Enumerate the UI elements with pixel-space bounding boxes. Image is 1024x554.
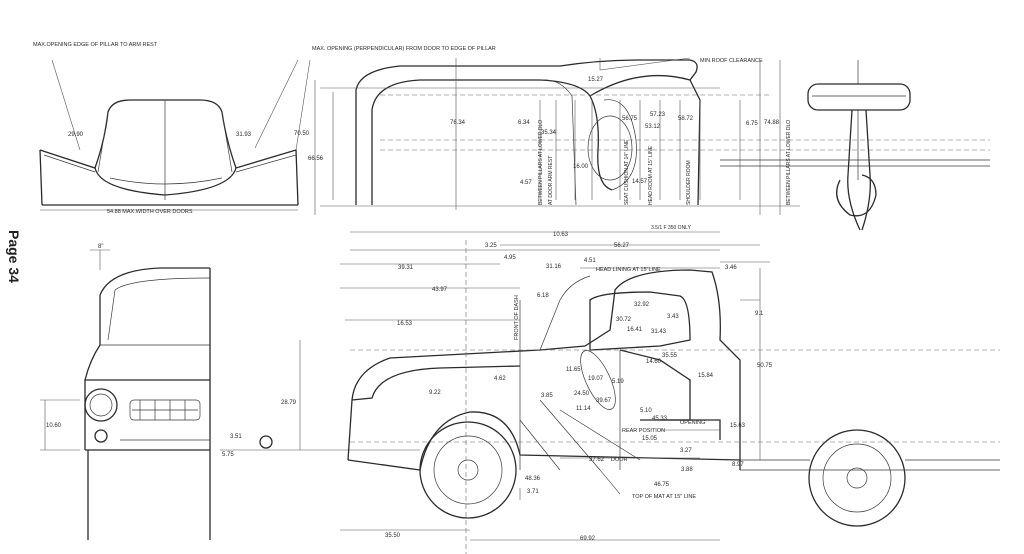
dim-plan-11: 58.72 bbox=[678, 116, 694, 122]
dim-side-28: 11.14 bbox=[576, 406, 591, 412]
dim-side-22: 3.85 bbox=[541, 393, 553, 399]
cab-plan-elevation bbox=[314, 57, 990, 215]
dim-side-16: 3.43 bbox=[667, 314, 679, 320]
label-door-arm-rest: AT DOOR ARM REST bbox=[548, 156, 554, 205]
dim-side-33: 15.05 bbox=[642, 436, 658, 442]
dim-side-21: 4.62 bbox=[494, 376, 506, 382]
dim-front-8: 8" bbox=[98, 244, 103, 250]
callout-opening: OPENING bbox=[680, 420, 705, 426]
dim-side-37: 48.36 bbox=[525, 476, 541, 482]
dim-plan-10: 57.23 bbox=[650, 112, 666, 118]
label-seat-cushion: SEAT CUSHION AT 14" LINE bbox=[624, 139, 630, 205]
label-shoulder-room: SHOULDER ROOM bbox=[686, 160, 692, 205]
cab-front-section bbox=[39, 59, 311, 211]
dim-side-38: 3.71 bbox=[527, 489, 539, 495]
callout-350-only: 3.5/1 F 350 ONLY bbox=[651, 225, 692, 231]
dim-side-2: 3.25 bbox=[485, 243, 497, 249]
vertical-labels: BETWEEN PILLARS AT LOWER DLO SEAT CUSHIO… bbox=[538, 120, 792, 205]
dim-side-15: 16.41 bbox=[627, 327, 643, 333]
callout-door: DOOR bbox=[611, 457, 628, 463]
callout-max-width-over-doors: 54.88 MAX.WIDTH OVER DOORS bbox=[107, 209, 193, 215]
callout-min-roof-clearance: MIN.ROOF CLEARANCE bbox=[700, 58, 763, 64]
dim-plan-9: 53.12 bbox=[645, 124, 661, 130]
callout-head-lining: HEAD LINING AT 15"LINE bbox=[596, 267, 661, 273]
dim-plan-8: 56.75 bbox=[622, 116, 638, 122]
dim-side-41: 8.97 bbox=[732, 462, 744, 468]
pivot-marker bbox=[259, 435, 273, 449]
dim-plan-2: 66.56 bbox=[308, 156, 324, 162]
dim-side-6: 31.16 bbox=[546, 264, 562, 270]
dim-side-35: 37.62 bbox=[589, 457, 605, 463]
dim-side-39: 46.75 bbox=[654, 482, 670, 488]
dim-plan-14: 14.57 bbox=[632, 179, 648, 185]
dim-plan-3: 76.34 bbox=[450, 120, 466, 126]
dim-plan-1: 70.50 bbox=[294, 131, 310, 137]
label-head-room: HEAD ROOM AT 15" LINE bbox=[648, 145, 654, 205]
dim-side-12: 32.92 bbox=[634, 302, 650, 308]
dim-side-25: 14.60 bbox=[646, 359, 662, 365]
callout-pillar-to-arm: MAX.OPENING EDGE OF PILLAR TO ARM REST bbox=[33, 42, 158, 48]
callout-top-of-mat: TOP OF MAT AT 15" LINE bbox=[632, 494, 696, 500]
label-pillars-lower-2: BETWEEN PILLARS AT LOWER DLO bbox=[786, 120, 792, 205]
dim-front-351: 3.51 bbox=[230, 434, 242, 440]
dim-side-17: 9.1 bbox=[755, 311, 764, 317]
dim-side-7: 3.46 bbox=[725, 265, 737, 271]
dim-side-18: 28.79 bbox=[281, 400, 297, 406]
dim-side-40: 15.63 bbox=[730, 423, 746, 429]
dim-front-left: 29.90 bbox=[68, 132, 84, 138]
dim-side-43: 69.92 bbox=[580, 536, 596, 542]
dim-side-31: 39.67 bbox=[596, 398, 612, 404]
side-dimension-lines bbox=[299, 231, 1000, 554]
dim-side-9: 43.97 bbox=[432, 287, 448, 293]
callout-rear-position: REAR POSITION bbox=[622, 428, 665, 434]
dim-side-10: 16.53 bbox=[397, 321, 413, 327]
side-dimension-values: 10.63 3.25 56.27 4.95 4.51 31.16 3.46 39… bbox=[281, 232, 773, 542]
truck-front-elevation bbox=[40, 249, 420, 540]
dim-plan-6: 15.27 bbox=[588, 77, 604, 83]
dim-side-27: 15.84 bbox=[698, 373, 714, 379]
dim-side-42: 35.50 bbox=[385, 533, 401, 539]
callout-front-of-dash: FRONT OF DASH bbox=[514, 295, 520, 340]
dim-side-23: 11.65 bbox=[566, 367, 581, 373]
dim-front-575: 5.75 bbox=[222, 452, 234, 458]
dim-plan-7: 16.00 bbox=[573, 164, 589, 170]
dim-side-1: 10.63 bbox=[553, 232, 569, 238]
dim-side-4: 4.95 bbox=[504, 255, 516, 261]
dim-front-1060: 10.60 bbox=[46, 423, 62, 429]
dim-side-44: 5.19 bbox=[612, 379, 624, 385]
dim-plan-13: 74.88 bbox=[764, 120, 780, 126]
dim-side-3: 56.27 bbox=[614, 243, 630, 249]
dim-side-36: 3.88 bbox=[681, 467, 693, 473]
dim-side-14: 31.43 bbox=[651, 329, 667, 335]
dim-side-30: 24.50 bbox=[574, 391, 590, 397]
dim-side-11: 6.18 bbox=[537, 293, 549, 299]
dim-plan-15: 4.57 bbox=[520, 180, 532, 186]
dim-side-32: 45.33 bbox=[652, 416, 668, 422]
dim-front-right: 31.93 bbox=[236, 132, 252, 138]
label-pillars-lower-1: BETWEEN PILLARS AT LOWER DLO bbox=[538, 120, 544, 205]
truck-side-elevation bbox=[347, 269, 1000, 527]
dim-side-20: 9.22 bbox=[429, 390, 441, 396]
dim-side-8: 39.31 bbox=[398, 265, 414, 271]
dim-side-24: 5.10 bbox=[640, 408, 652, 414]
dim-plan-5: 35.34 bbox=[541, 130, 557, 136]
dim-side-19: 50.75 bbox=[757, 363, 773, 369]
dim-side-34: 3.27 bbox=[680, 448, 692, 454]
dim-side-26: 35.55 bbox=[662, 353, 678, 359]
steering-column-view bbox=[807, 60, 911, 231]
dim-side-13: 30.72 bbox=[616, 317, 632, 323]
dim-side-5: 4.51 bbox=[584, 258, 596, 264]
dim-side-29: 19.07 bbox=[588, 376, 604, 382]
callout-perp-door-pillar: MAX. OPENING (PERPENDICULAR) FROM DOOR T… bbox=[312, 46, 496, 52]
dim-plan-12: 6.75 bbox=[746, 121, 758, 127]
dim-plan-4: 6.34 bbox=[518, 120, 530, 126]
